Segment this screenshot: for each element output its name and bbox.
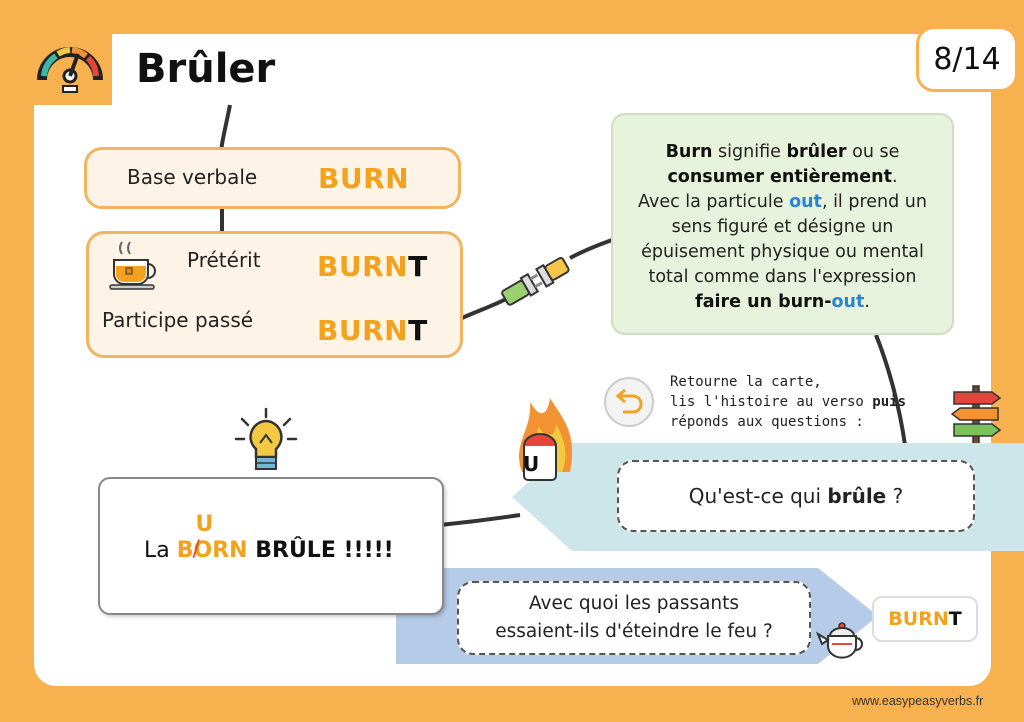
power-plug-icon [492,250,576,312]
return-arrow-icon[interactable] [603,376,655,428]
question-one-box: Qu'est-ce qui brûle ? [617,460,975,532]
teapot-icon [815,618,868,662]
flip-instructions: Retourne la carte, lis l'histoire au ver… [670,374,907,430]
page-title: Brûler [136,46,276,92]
participle-label: Participe passé [102,308,254,332]
base-form-box [84,147,461,209]
signpost-icon [948,382,1004,448]
participle-value: BURNT [317,314,428,347]
page-indicator: 8/14 [916,26,1018,92]
question-two-box: Avec quoi les passants essaient-ils d'ét… [457,581,811,655]
lightbulb-icon [234,407,298,477]
tea-cup-icon [108,238,160,292]
speedometer-icon [34,30,106,96]
meaning-info-box: Burn signifie brûler ou se consumer enti… [611,113,954,335]
website-footer[interactable]: www.easypeasyverbs.fr [852,694,984,708]
base-form-label: Base verbale [127,165,258,189]
preterit-label: Prétérit [187,248,261,272]
fire-badge-icon [512,392,578,492]
fire-badge-letter: U [523,452,540,476]
preterit-value: BURNT [317,250,428,283]
base-form-value: BURN [318,162,410,195]
story-box [98,477,444,615]
past-forms-box [86,231,463,358]
title-tab [0,0,340,105]
